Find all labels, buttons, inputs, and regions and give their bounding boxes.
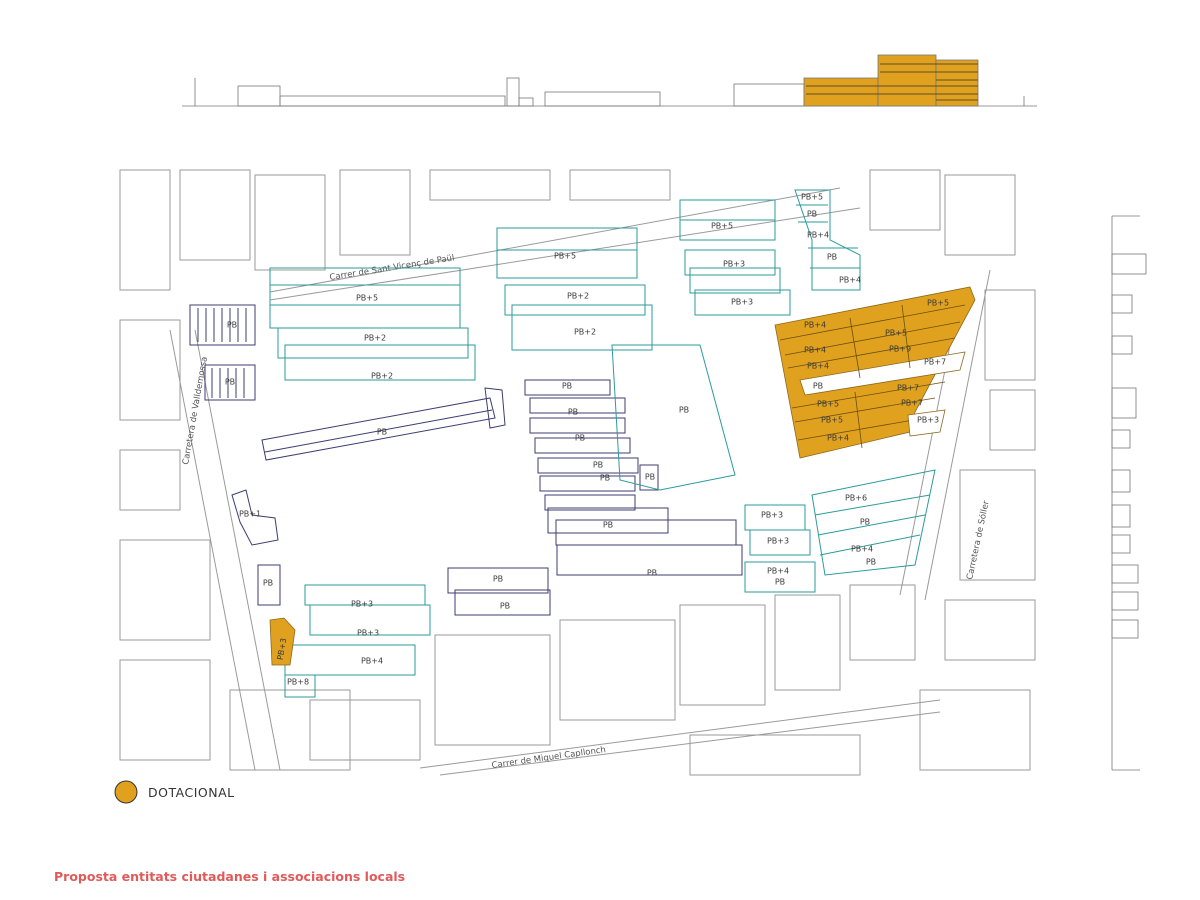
- context-blocks: [119, 169, 1036, 776]
- label-pb9: PB+9: [889, 345, 911, 354]
- dotacional-buildings: [269, 286, 976, 666]
- label-pb7: PB+7: [897, 384, 919, 393]
- legend-dotacional-swatch: [114, 780, 138, 804]
- label-pb3: PB+3: [761, 511, 783, 520]
- label-pb4: PB+4: [827, 434, 849, 443]
- label-pb: PB: [603, 521, 613, 530]
- label-pb3: PB+3: [351, 600, 373, 609]
- label-pb: PB: [263, 579, 273, 588]
- label-pb: PB: [600, 474, 610, 483]
- label-pb: PB: [377, 428, 387, 437]
- label-pb5: PB+5: [356, 294, 378, 303]
- label-pb5: PB+5: [711, 222, 733, 231]
- map-legend: DOTACIONAL: [114, 780, 235, 804]
- label-pb4: PB+4: [851, 545, 873, 554]
- page-caption: Proposta entitats ciutadanes i associaci…: [54, 869, 406, 884]
- label-pb3: PB+3: [731, 298, 753, 307]
- street-east-label: Carretera de Sóller: [964, 499, 992, 580]
- label-pb5: PB+5: [821, 416, 843, 425]
- label-pb5: PB+5: [927, 299, 949, 308]
- label-pb3: PB+3: [723, 260, 745, 269]
- existing-buildings: [189, 304, 743, 616]
- label-pb: PB: [827, 253, 837, 262]
- label-pb: PB: [568, 408, 578, 417]
- label-pb: PB: [500, 602, 510, 611]
- label-pb2: PB+2: [567, 292, 589, 301]
- label-pb: PB: [679, 406, 689, 415]
- label-pb2: PB+2: [364, 334, 386, 343]
- label-pb5: PB+5: [817, 400, 839, 409]
- label-pb: PB: [860, 518, 870, 527]
- label-pb7: PB+7: [924, 358, 946, 367]
- label-pb4: PB+4: [807, 362, 829, 371]
- label-pb: PB: [807, 210, 817, 219]
- label-pb: PB: [593, 461, 603, 470]
- label-pb3: PB+3: [767, 537, 789, 546]
- label-pb7: PB+7: [901, 399, 923, 408]
- label-pb: PB: [813, 382, 823, 391]
- label-pb4: PB+4: [839, 276, 861, 285]
- label-pb3: PB+3: [357, 629, 379, 638]
- label-pb: PB: [575, 434, 585, 443]
- label-pb: PB: [647, 569, 657, 578]
- street-elevation: [182, 54, 1037, 107]
- label-pb4: PB+4: [767, 567, 789, 576]
- label-pb2: PB+2: [574, 328, 596, 337]
- label-pb8: PB+8: [287, 678, 309, 687]
- building-labels: PB+5 PB+2 PB+2 PB+5 PB+2 PB+2 PB+5 PB+3 …: [225, 193, 949, 687]
- label-pb: PB: [225, 378, 235, 387]
- legend-dotacional-label: DOTACIONAL: [148, 785, 235, 800]
- label-pb4: PB+4: [804, 321, 826, 330]
- label-pb1: PB+1: [239, 510, 261, 519]
- label-pb3: PB+3: [276, 637, 289, 660]
- label-pb4: PB+4: [804, 346, 826, 355]
- label-pb3: PB+3: [917, 416, 939, 425]
- label-pb: PB: [866, 558, 876, 567]
- proposed-buildings: [269, 189, 936, 698]
- label-pb2: PB+2: [371, 372, 393, 381]
- label-pb: PB: [493, 575, 503, 584]
- label-pb5: PB+5: [801, 193, 823, 202]
- label-pb4: PB+4: [361, 657, 383, 666]
- label-pb5: PB+5: [554, 252, 576, 261]
- label-pb: PB: [562, 382, 572, 391]
- label-pb6: PB+6: [845, 494, 867, 503]
- label-pb: PB: [645, 473, 655, 482]
- side-elevation: [1111, 215, 1147, 771]
- label-pb5: PB+5: [885, 329, 907, 338]
- street-south-label: Carrer de Miquel Capllonch: [491, 745, 607, 771]
- label-pb4: PB+4: [807, 231, 829, 240]
- label-pb: PB: [227, 321, 237, 330]
- label-pb: PB: [775, 578, 785, 587]
